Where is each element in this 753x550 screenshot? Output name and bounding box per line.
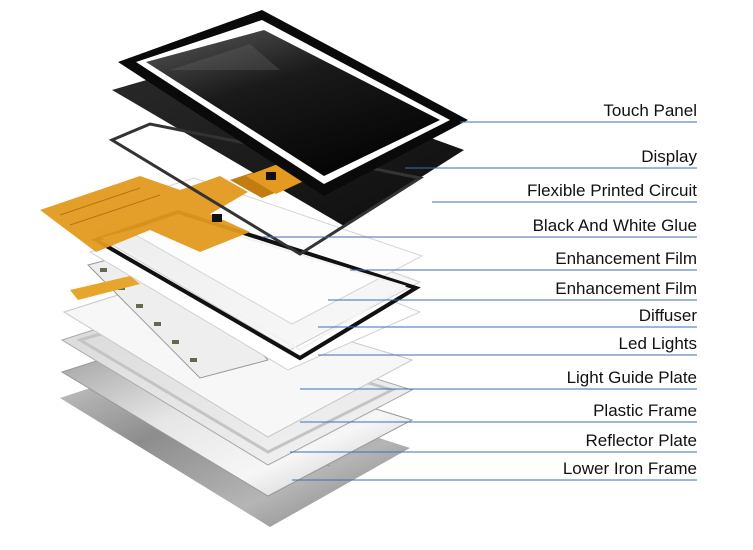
diffuser-label: Diffuser — [638, 306, 697, 325]
leader-lines — [262, 121, 697, 481]
enhancement-film-2-label: Enhancement Film — [555, 279, 697, 298]
touch-panel-layer — [118, 10, 468, 196]
led-lights-label: Led Lights — [618, 334, 697, 353]
lower-iron-frame-label: Lower Iron Frame — [562, 459, 697, 478]
light-guide-plate-label: Light Guide Plate — [566, 368, 697, 387]
reflector-plate-label: Reflector Plate — [585, 431, 698, 450]
flexible-printed-circuit-label: Flexible Printed Circuit — [526, 181, 697, 200]
plastic-frame-label: Plastic Frame — [593, 401, 697, 420]
black-and-white-glue-label: Black And White Glue — [532, 216, 697, 235]
touch-panel-label: Touch Panel — [603, 101, 697, 120]
enhancement-film-1-label: Enhancement Film — [555, 249, 697, 268]
display-label: Display — [641, 147, 697, 166]
